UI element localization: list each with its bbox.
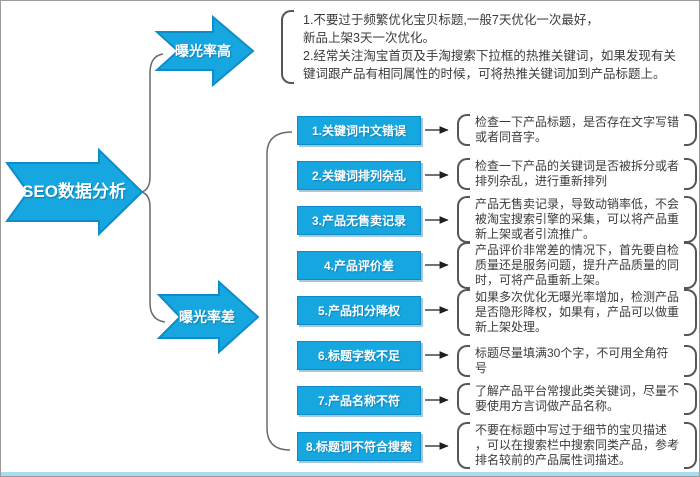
right-bracket-icon <box>684 158 697 190</box>
issue-item-box: 3.产品无售卖记录 <box>297 206 421 235</box>
left-bracket-icon <box>457 289 470 336</box>
high-branch-note: 1.不要过于频繁优化宝贝标题,一般7天优化一次最好， 新品上架3天一次优化。 2… <box>281 9 699 85</box>
right-bracket-icon <box>684 422 697 469</box>
right-bracket-icon <box>684 196 697 243</box>
issue-detail-text: 不要在标题中写过于细节的宝贝描述 ，可以在搜索栏中搜索同类产品，参考排名较前的产… <box>475 423 680 467</box>
issue-item-box: 8.标题词不符合搜索 <box>297 432 421 461</box>
bottom-accent-strip <box>1 472 699 476</box>
issue-item-box: 1.关键词中文错误 <box>297 116 421 145</box>
left-bracket-icon <box>457 422 470 469</box>
issue-detail-text: 检查一下产品标题，是否存在文字写错或者同音字。 <box>475 115 680 144</box>
issue-item-box: 6.标题字数不足 <box>297 341 421 370</box>
issue-item-label: 1.关键词中文错误 <box>311 124 406 138</box>
issue-detail: 如果多次优化无曝光率增加，检测产品是否隐形降权，如果有，产品可以做重新上架处理。 <box>457 288 697 337</box>
issue-detail-text: 如果多次优化无曝光率增加，检测产品是否隐形降权，如果有，产品可以做重新上架处理。 <box>475 290 680 334</box>
right-bracket-icon <box>684 114 697 146</box>
issue-detail-text: 产品无售卖记录，导致动销率低，不会被淘宝搜索引擎的采集，可以将产品重新上架或者引… <box>475 197 680 241</box>
issue-item-label: 4.产品评价差 <box>323 259 394 273</box>
issue-detail: 检查一下产品的关键词是否被拆分或者排列杂乱，进行重新排列 <box>457 157 697 191</box>
right-bracket-icon <box>684 289 697 336</box>
high-branch-note-text: 1.不要过于频繁优化宝贝标题,一般7天优化一次最好， 新品上架3天一次优化。 2… <box>303 13 676 81</box>
left-bracket-icon <box>457 158 470 190</box>
issue-detail: 不要在标题中写过于细节的宝贝描述 ，可以在搜索栏中搜索同类产品，参考排名较前的产… <box>457 421 697 470</box>
left-bracket-icon <box>457 114 470 146</box>
root-branches-brace <box>139 53 166 323</box>
left-bracket-icon <box>457 345 470 377</box>
right-bracket-icon <box>684 242 697 289</box>
issue-detail-text: 产品评价非常差的情况下，首先要自检质量还是服务问题，提升产品质量的同时，可将产品… <box>475 243 680 287</box>
issue-item-box: 4.产品评价差 <box>297 251 421 280</box>
root-arrow-shape <box>5 147 144 237</box>
issue-item-box: 2.关键词排列杂乱 <box>297 161 421 190</box>
low-branch-group-bracket <box>266 131 293 451</box>
issue-item-label: 8.标题词不符合搜索 <box>305 440 412 454</box>
issue-detail-text: 标题尽量填满30个字，不可用全角符号 <box>475 346 669 375</box>
left-bracket-icon <box>281 10 294 84</box>
branch-low-arrow-shape <box>156 279 260 355</box>
issue-detail: 检查一下产品标题，是否存在文字写错或者同音字。 <box>457 113 697 147</box>
issue-detail: 标题尽量填满30个字，不可用全角符号 <box>457 344 697 378</box>
issue-item-box: 7.产品名称不符 <box>297 386 421 415</box>
left-bracket-icon <box>457 196 470 243</box>
right-bracket-icon <box>684 345 697 377</box>
issue-item-label: 2.关键词排列杂乱 <box>311 169 406 183</box>
issue-detail: 了解产品平台常搜此类关键词，尽量不要使用方言词做产品名称。 <box>457 382 697 416</box>
issue-detail-text: 检查一下产品的关键词是否被拆分或者排列杂乱，进行重新排列 <box>475 159 680 188</box>
issue-detail-text: 了解产品平台常搜此类关键词，尽量不要使用方言词做产品名称。 <box>475 384 680 413</box>
issue-item-label: 3.产品无售卖记录 <box>311 214 406 228</box>
issue-detail: 产品评价非常差的情况下，首先要自检质量还是服务问题，提升产品质量的同时，可将产品… <box>457 241 697 290</box>
issue-item-label: 7.产品名称不符 <box>317 394 400 408</box>
left-bracket-icon <box>457 242 470 289</box>
issue-item-box: 5.产品扣分降权 <box>297 296 421 325</box>
left-bracket-icon <box>457 383 470 415</box>
issue-item-label: 6.标题字数不足 <box>317 349 400 363</box>
issue-detail: 产品无售卖记录，导致动销率低，不会被淘宝搜索引擎的采集，可以将产品重新上架或者引… <box>457 195 697 244</box>
right-bracket-icon <box>684 383 697 415</box>
branch-high-arrow-shape <box>154 14 255 88</box>
issue-item-label: 5.产品扣分降权 <box>317 304 400 318</box>
